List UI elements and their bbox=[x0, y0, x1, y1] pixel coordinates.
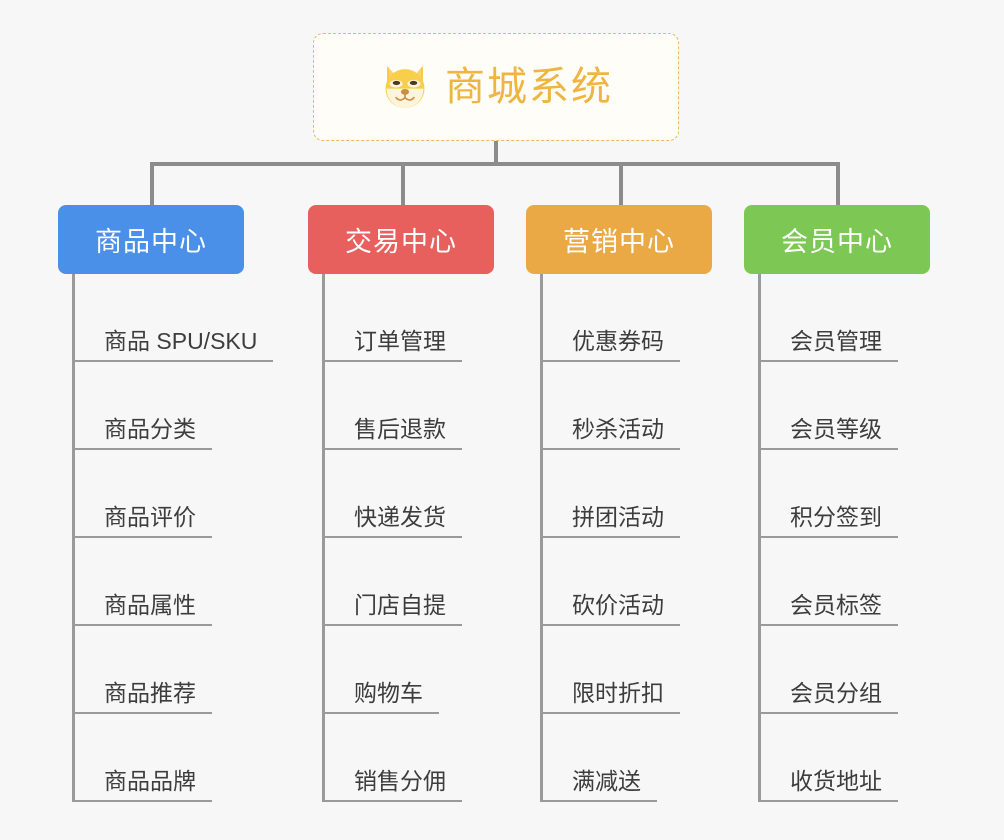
category-label-3: 营销中心 bbox=[563, 227, 675, 257]
leaf-label: 会员分组 bbox=[758, 680, 898, 714]
leaf-label: 商品推荐 bbox=[72, 680, 212, 714]
leaf-label: 限时折扣 bbox=[540, 680, 680, 714]
category-label-4: 会员中心 bbox=[781, 227, 893, 257]
list-item[interactable]: 商品 SPU/SKU bbox=[72, 274, 274, 362]
leaf-label: 会员标签 bbox=[758, 592, 898, 626]
list-item[interactable]: 商品评价 bbox=[72, 450, 212, 538]
list-item[interactable]: 销售分佣 bbox=[322, 714, 462, 802]
leaf-label: 商品评价 bbox=[72, 504, 212, 538]
leaf-label: 秒杀活动 bbox=[540, 416, 680, 450]
leaf-label: 收货地址 bbox=[758, 768, 898, 802]
list-item[interactable]: 订单管理 bbox=[322, 274, 462, 362]
list-item[interactable]: 商品分类 bbox=[72, 362, 212, 450]
leaf-label: 满减送 bbox=[540, 768, 657, 802]
leaf-label: 拼团活动 bbox=[540, 504, 680, 538]
connector-horizontal-bus bbox=[150, 162, 840, 166]
leaf-label: 订单管理 bbox=[322, 328, 462, 362]
leaf-label: 会员管理 bbox=[758, 328, 898, 362]
leaf-label: 积分签到 bbox=[758, 504, 898, 538]
category-box-1[interactable]: 商品中心 bbox=[58, 205, 244, 274]
connector-drop-3 bbox=[619, 162, 623, 206]
connector-drop-4 bbox=[836, 162, 840, 206]
list-item[interactable]: 秒杀活动 bbox=[540, 362, 680, 450]
list-item[interactable]: 商品品牌 bbox=[72, 714, 212, 802]
list-item[interactable]: 会员标签 bbox=[758, 538, 898, 626]
list-item[interactable]: 售后退款 bbox=[322, 362, 462, 450]
list-item[interactable]: 限时折扣 bbox=[540, 626, 680, 714]
list-item[interactable]: 会员等级 bbox=[758, 362, 898, 450]
category-box-3[interactable]: 营销中心 bbox=[526, 205, 712, 274]
list-item[interactable]: 满减送 bbox=[540, 714, 657, 802]
root-title: 商城系统 bbox=[445, 65, 613, 109]
connector-drop-2 bbox=[401, 162, 405, 206]
list-item[interactable]: 积分签到 bbox=[758, 450, 898, 538]
leaf-label: 快递发货 bbox=[322, 504, 462, 538]
leaf-label: 优惠券码 bbox=[540, 328, 680, 362]
leaf-label: 会员等级 bbox=[758, 416, 898, 450]
list-item[interactable]: 砍价活动 bbox=[540, 538, 680, 626]
category-box-4[interactable]: 会员中心 bbox=[744, 205, 930, 274]
leaf-label: 门店自提 bbox=[322, 592, 462, 626]
connector-root-stem bbox=[494, 141, 498, 165]
category-label-2: 交易中心 bbox=[345, 227, 457, 257]
list-item[interactable]: 会员分组 bbox=[758, 626, 898, 714]
list-item[interactable]: 快递发货 bbox=[322, 450, 462, 538]
leaf-label: 商品分类 bbox=[72, 416, 212, 450]
leaf-label: 砍价活动 bbox=[540, 592, 680, 626]
list-item[interactable]: 商品属性 bbox=[72, 538, 212, 626]
leaf-label: 商品 SPU/SKU bbox=[72, 328, 274, 362]
category-label-1: 商品中心 bbox=[95, 227, 207, 257]
shiba-dog-icon bbox=[385, 65, 425, 110]
leaf-label: 商品品牌 bbox=[72, 768, 212, 802]
category-box-2[interactable]: 交易中心 bbox=[308, 205, 494, 274]
list-item[interactable]: 商品推荐 bbox=[72, 626, 212, 714]
list-item[interactable]: 优惠券码 bbox=[540, 274, 680, 362]
list-item[interactable]: 收货地址 bbox=[758, 714, 898, 802]
list-item[interactable]: 拼团活动 bbox=[540, 450, 680, 538]
leaf-label: 销售分佣 bbox=[322, 768, 462, 802]
root-node[interactable]: 商城系统 bbox=[313, 33, 679, 141]
list-item[interactable]: 购物车 bbox=[322, 626, 439, 714]
leaf-label: 购物车 bbox=[322, 680, 439, 714]
connector-drop-1 bbox=[150, 162, 154, 206]
list-item[interactable]: 会员管理 bbox=[758, 274, 898, 362]
leaf-label: 商品属性 bbox=[72, 592, 212, 626]
list-item[interactable]: 门店自提 bbox=[322, 538, 462, 626]
leaf-label: 售后退款 bbox=[322, 416, 462, 450]
root-node-content: 商城系统 bbox=[379, 61, 613, 113]
